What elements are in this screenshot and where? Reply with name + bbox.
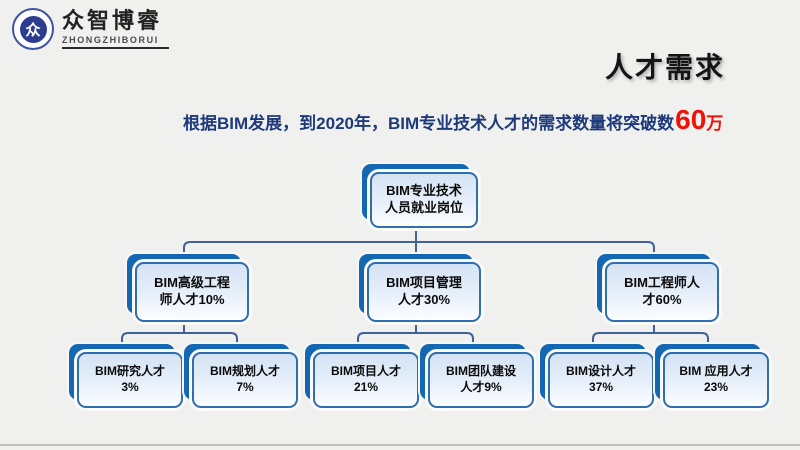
- node-text-line: 才60%: [642, 292, 682, 307]
- node-label-box: BIM规划人才 7%: [192, 352, 298, 408]
- node-text-line: 师人才10%: [159, 292, 225, 307]
- node-label-box: BIM工程师人 才60%: [605, 262, 719, 322]
- org-node-team-building: BIM团队建设 人才9%: [420, 344, 534, 408]
- logo-name-chinese: 众智博睿: [62, 7, 163, 34]
- node-text-line: BIM设计人才: [566, 364, 636, 379]
- node-label-box: BIM专业技术 人员就业岗位: [370, 172, 478, 228]
- statement-highlight-unit: 万: [706, 114, 724, 133]
- slide-bottom-edge: [0, 444, 800, 446]
- node-text-line: BIM高级工程: [154, 275, 230, 291]
- node-label-box: BIM项目管理 人才30%: [367, 262, 481, 322]
- node-text-line: BIM 应用人才: [679, 364, 753, 379]
- node-text-line: 23%: [703, 380, 729, 394]
- org-node-planning: BIM规划人才 7%: [184, 344, 298, 408]
- node-text-line: BIM团队建设: [446, 364, 516, 379]
- org-node-research: BIM研究人才 3%: [69, 344, 183, 408]
- node-label-box: BIM 应用人才 23%: [663, 352, 769, 408]
- org-node-senior-engineer: BIM高级工程 师人才10%: [127, 254, 249, 322]
- node-text-line: 21%: [353, 380, 379, 394]
- org-node-project: BIM项目人才 21%: [305, 344, 419, 408]
- company-logo: 众 众智博睿 ZHONGZHIBORUI: [12, 8, 169, 50]
- node-text-line: BIM规划人才: [210, 364, 280, 379]
- org-node-design: BIM设计人才 37%: [540, 344, 654, 408]
- statement-line: 根据BIM发展，到2020年，BIM专业技术人才的需求数量将突破数 60 万: [183, 106, 723, 134]
- company-emblem-icon: 众: [12, 8, 54, 50]
- org-node-application: BIM 应用人才 23%: [655, 344, 769, 408]
- node-label-box: BIM项目人才 21%: [313, 352, 419, 408]
- node-text-line: 人才30%: [397, 292, 451, 307]
- node-text-line: 人才9%: [460, 380, 502, 394]
- statement-highlight-number: 60: [675, 104, 707, 135]
- node-label-box: BIM高级工程 师人才10%: [135, 262, 249, 322]
- node-text-line: BIM项目管理: [386, 275, 462, 291]
- node-label-box: BIM研究人才 3%: [77, 352, 183, 408]
- logo-names: 众智博睿 ZHONGZHIBORUI: [62, 10, 169, 49]
- node-text-line: 3%: [121, 380, 139, 394]
- node-text-line: BIM工程师人: [624, 275, 700, 291]
- node-text-line: BIM专业技术: [386, 183, 462, 199]
- node-text-line: 7%: [236, 380, 254, 394]
- node-text-line: BIM研究人才: [95, 364, 165, 379]
- node-label-box: BIM团队建设 人才9%: [428, 352, 534, 408]
- logo-name-english: ZHONGZHIBORUI: [62, 33, 169, 49]
- org-node-project-management: BIM项目管理 人才30%: [359, 254, 481, 322]
- page-title: 人才需求: [604, 52, 725, 83]
- node-text-line: BIM项目人才: [331, 364, 401, 379]
- statement-text: 根据BIM发展，到2020年，BIM专业技术人才的需求数量将突破数: [183, 114, 675, 133]
- node-text-line: 37%: [588, 380, 614, 394]
- emblem-glyph: 众: [19, 15, 47, 43]
- node-text-line: 人员就业岗位: [384, 200, 463, 215]
- node-label-box: BIM设计人才 37%: [548, 352, 654, 408]
- org-node-root: BIM专业技术 人员就业岗位: [362, 164, 478, 228]
- org-node-engineer: BIM工程师人 才60%: [597, 254, 719, 322]
